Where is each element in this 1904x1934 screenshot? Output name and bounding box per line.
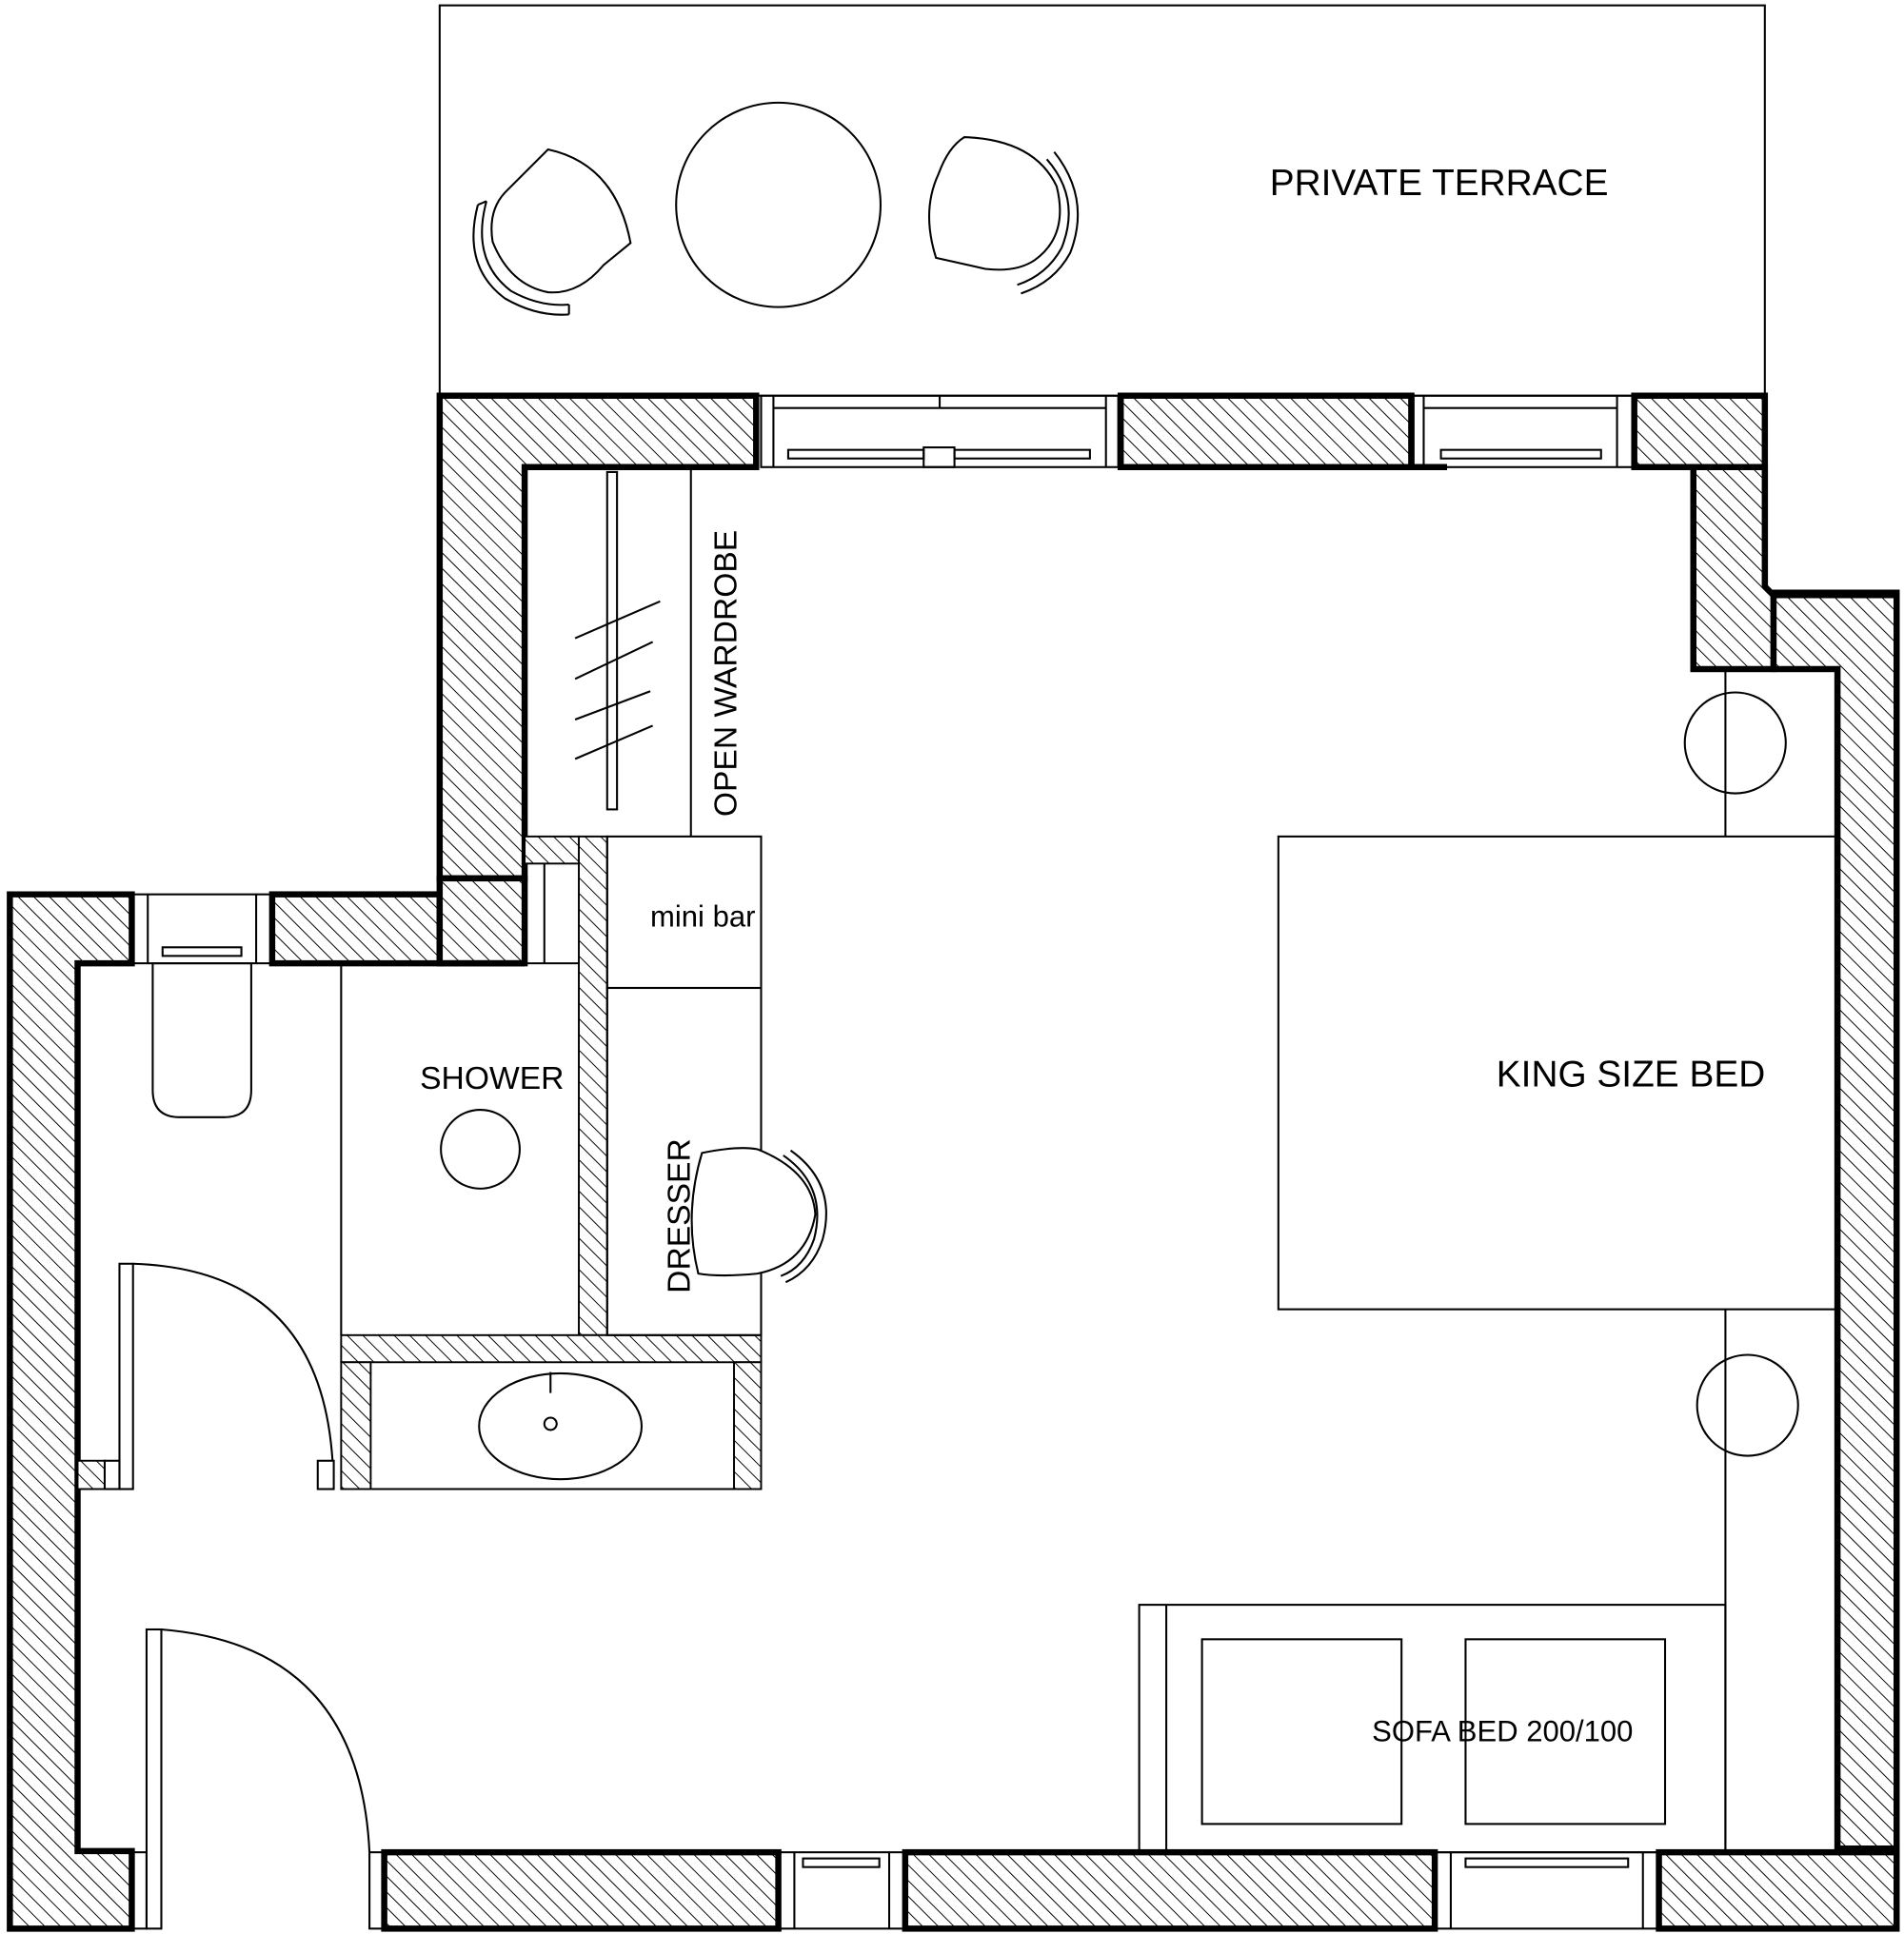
bedside-lamp-bottom [1696, 1353, 1799, 1457]
wall-edges [439, 395, 1448, 967]
mini-bar-label: mini bar [650, 899, 755, 933]
window-top-1 [760, 394, 1120, 468]
door-entrance [130, 1628, 386, 1930]
wall-right [1770, 592, 1900, 1852]
wall-right-corner [1690, 464, 1777, 673]
door-bathroom [76, 1262, 335, 1490]
window-bathroom [130, 893, 273, 965]
wall-bottom-3 [1656, 1848, 1900, 1932]
shower-drain [440, 1109, 521, 1190]
bedside-lamp-top [1683, 691, 1787, 795]
hanging-rod [605, 470, 619, 811]
window-top-2 [1410, 394, 1636, 468]
wardrobe-area: OPEN WARDROBE mini bar DRESSER [574, 466, 827, 1336]
sofa-cushion-left [1200, 1638, 1403, 1825]
wall-bottom-1 [381, 1848, 782, 1932]
walls [7, 392, 1900, 1932]
sofa-bed-label: SOFA BED 200/100 [1372, 1715, 1633, 1748]
wall-left [7, 891, 135, 1932]
dresser-chair [690, 1147, 827, 1284]
king-size-bed [1277, 835, 1839, 1311]
terrace-chair-left [472, 148, 632, 316]
toilet [151, 962, 252, 1118]
wall-bath-top-right [268, 891, 444, 967]
hangers [574, 600, 661, 760]
private-terrace-label: PRIVATE TERRACE [1270, 163, 1609, 204]
wall-bottom-2 [902, 1848, 1438, 1932]
sink [478, 1372, 644, 1481]
window-bottom-1 [777, 1851, 906, 1930]
private-terrace: PRIVATE TERRACE [438, 4, 1766, 397]
sofa-cushion-right [1464, 1638, 1667, 1825]
sink-drain [543, 1416, 558, 1431]
bedroom: KING SIZE BED SOFA BED 200/100 [1138, 668, 1839, 1854]
windows [130, 394, 1660, 1930]
open-wardrobe-label: OPEN WARDROBE [709, 530, 744, 817]
window-bottom-2 [1434, 1851, 1660, 1930]
terrace-chair-right [928, 136, 1080, 295]
shower-label: SHOWER [420, 1061, 564, 1096]
wall-column [436, 875, 528, 967]
king-size-bed-label: KING SIZE BED [1497, 1054, 1765, 1095]
wall-top-middle [1117, 392, 1415, 471]
terrace-table [675, 101, 883, 308]
sofa-bed: SOFA BED 200/100 [1138, 1604, 1727, 1854]
doors [76, 1262, 386, 1930]
bathroom: SHOWER [151, 835, 763, 1490]
